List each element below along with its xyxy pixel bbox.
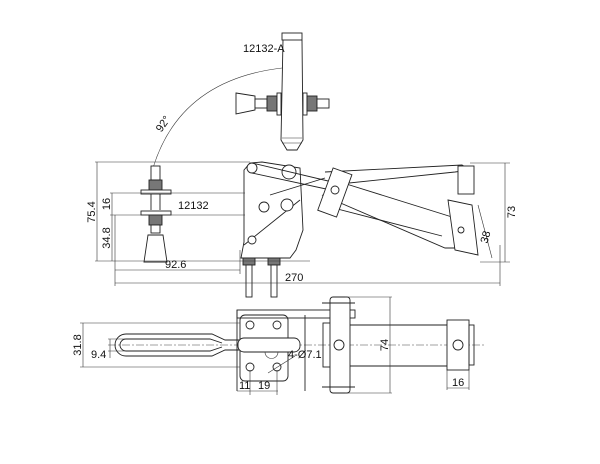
dim-slot: 9.4 [91,349,106,361]
dim-overall-length: 270 [285,272,303,284]
dim-handle-height: 73 [506,206,518,218]
mounting-bolts [242,257,281,298]
main-part-number: 12132 [178,200,209,212]
variant-part-number: 12132-A [243,43,285,55]
handle-assembly [317,164,479,256]
raised-spindle [235,92,330,116]
dim-hole-spacing-b: 19 [258,380,270,392]
top-cylinder [322,296,475,394]
dim-overall-height: 75.4 [86,201,98,222]
swing-angle-label: 92° [154,114,173,135]
side-view-dimensions [95,161,510,286]
top-view-dimensions [80,296,470,395]
hole-spec: 4-Ø7.1 [288,349,322,361]
dim-spindle-gap: 16 [101,198,113,210]
dim-bracket-height: 74 [379,339,391,351]
lowered-spindle [140,165,172,263]
dim-spindle-reach: 92.6 [165,259,186,271]
dim-width: 31.8 [72,334,84,355]
dim-handle-offset: 38 [479,230,494,245]
dim-hole-spacing-a: 11 [239,380,250,392]
dim-spindle-height: 34.8 [101,227,113,248]
dim-grip-width: 16 [452,377,464,389]
vertical-spindle-arm [280,32,304,151]
swing-arc [152,67,283,169]
top-base-plate [236,309,356,391]
top-handle [114,333,240,357]
